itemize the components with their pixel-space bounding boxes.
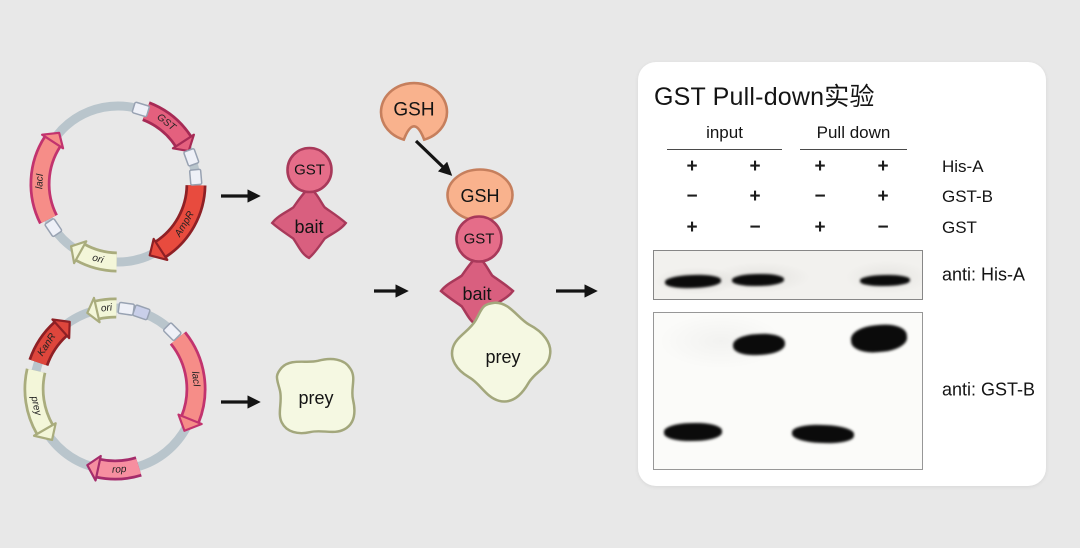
- gsh-label: GSH: [393, 100, 434, 121]
- cloning-site: [131, 101, 150, 118]
- condition-cell: +: [749, 156, 761, 177]
- gene-arrowhead: [86, 296, 101, 324]
- cloning-site: [188, 168, 203, 186]
- bait-protein-shape: [270, 186, 348, 260]
- arrow-gsh-capture: [414, 139, 453, 176]
- condition-row-label: His-A: [942, 157, 984, 176]
- condition-row-label: GST-B: [942, 187, 994, 206]
- gst-tag-shape: [455, 215, 503, 263]
- gene-arc: [156, 184, 204, 256]
- blot-band-lane-2: [731, 273, 785, 287]
- condition-cell: +: [814, 156, 826, 177]
- gene-arc: [171, 333, 204, 423]
- western-blot-anti-gst: [653, 312, 923, 470]
- gene-arrowhead: [41, 131, 65, 150]
- prey-protein-shape: [275, 357, 356, 435]
- gst-tag-label: GST: [294, 162, 325, 179]
- cloning-site: [162, 322, 182, 342]
- blot-band-lane-2: [732, 332, 786, 356]
- blot-band-lane-4: [849, 322, 909, 354]
- gst-bait-fusion-protein: GST bait: [270, 146, 348, 260]
- condition-cell: +: [686, 217, 698, 238]
- bait-label: bait: [462, 284, 491, 304]
- gsh-bead-shape: [379, 81, 449, 142]
- gene-arc: [26, 369, 52, 434]
- gst-tag-shape: [286, 146, 333, 194]
- western-blot-anti-his: [653, 250, 923, 300]
- gsh-label: GSH: [460, 186, 499, 206]
- condition-row-label: GST: [942, 218, 977, 237]
- gsh-gst-bait-prey-complex: GSH GST bait prey: [439, 168, 552, 403]
- panel-title: GST Pull-down实验: [654, 83, 875, 111]
- condition-cell: +: [877, 156, 889, 177]
- condition-cell: −: [877, 217, 889, 238]
- cloning-site: [132, 304, 151, 321]
- condition-cell: +: [877, 186, 889, 207]
- blot-band-lane-3: [791, 423, 855, 445]
- gene-arrowhead: [148, 237, 169, 261]
- condition-cell: +: [686, 156, 698, 177]
- column-group-input: input: [667, 123, 782, 150]
- condition-cell: +: [749, 186, 761, 207]
- cloning-site: [44, 218, 63, 238]
- gene-label-prey: prey: [28, 394, 43, 417]
- gene-arrowhead: [69, 240, 88, 265]
- gene-arc: [142, 103, 190, 146]
- antibody-label: anti: His-A: [942, 264, 1026, 285]
- gst-tag-label: GST: [464, 231, 495, 248]
- blot-band-lane-1: [664, 273, 722, 289]
- gsh-molecule: GSH: [379, 81, 449, 142]
- gene-label-ori: ori: [91, 253, 105, 267]
- condition-cell: −: [749, 217, 761, 238]
- gene-arc: [96, 458, 141, 478]
- prey-protein-shape: [450, 301, 552, 403]
- condition-cell: −: [814, 186, 826, 207]
- gene-arrowhead: [171, 133, 195, 153]
- gene-arrowhead: [32, 422, 57, 442]
- gene-label-rop: rop: [112, 464, 127, 476]
- antibody-label: anti: GST-B: [942, 379, 1036, 400]
- cloning-site: [117, 301, 136, 316]
- gene-arrowhead: [177, 413, 203, 432]
- gene-arrowhead: [86, 454, 102, 482]
- gene-arc: [32, 137, 60, 223]
- blot-band-lane-1: [663, 422, 723, 442]
- column-group-pulldown: Pull down: [800, 123, 907, 150]
- result-panel: GST Pull-down实验 input Pull down + + + + …: [638, 62, 1046, 486]
- prey-label: prey: [485, 347, 520, 367]
- gene-label-lacI: lacI: [34, 173, 46, 189]
- blot-band-lane-4: [859, 274, 911, 286]
- cloning-site: [183, 148, 200, 167]
- condition-cell: +: [814, 217, 826, 238]
- gene-label-lacI: lacI: [189, 371, 202, 388]
- gene-arrowhead: [51, 318, 71, 340]
- gene-label-ori: ori: [100, 302, 113, 314]
- bait-label: bait: [294, 217, 323, 237]
- prey-protein: prey: [275, 357, 356, 435]
- gene-arc: [31, 323, 67, 366]
- condition-cell: −: [686, 186, 698, 207]
- prey-label: prey: [298, 388, 333, 408]
- gene-arc: [76, 245, 118, 270]
